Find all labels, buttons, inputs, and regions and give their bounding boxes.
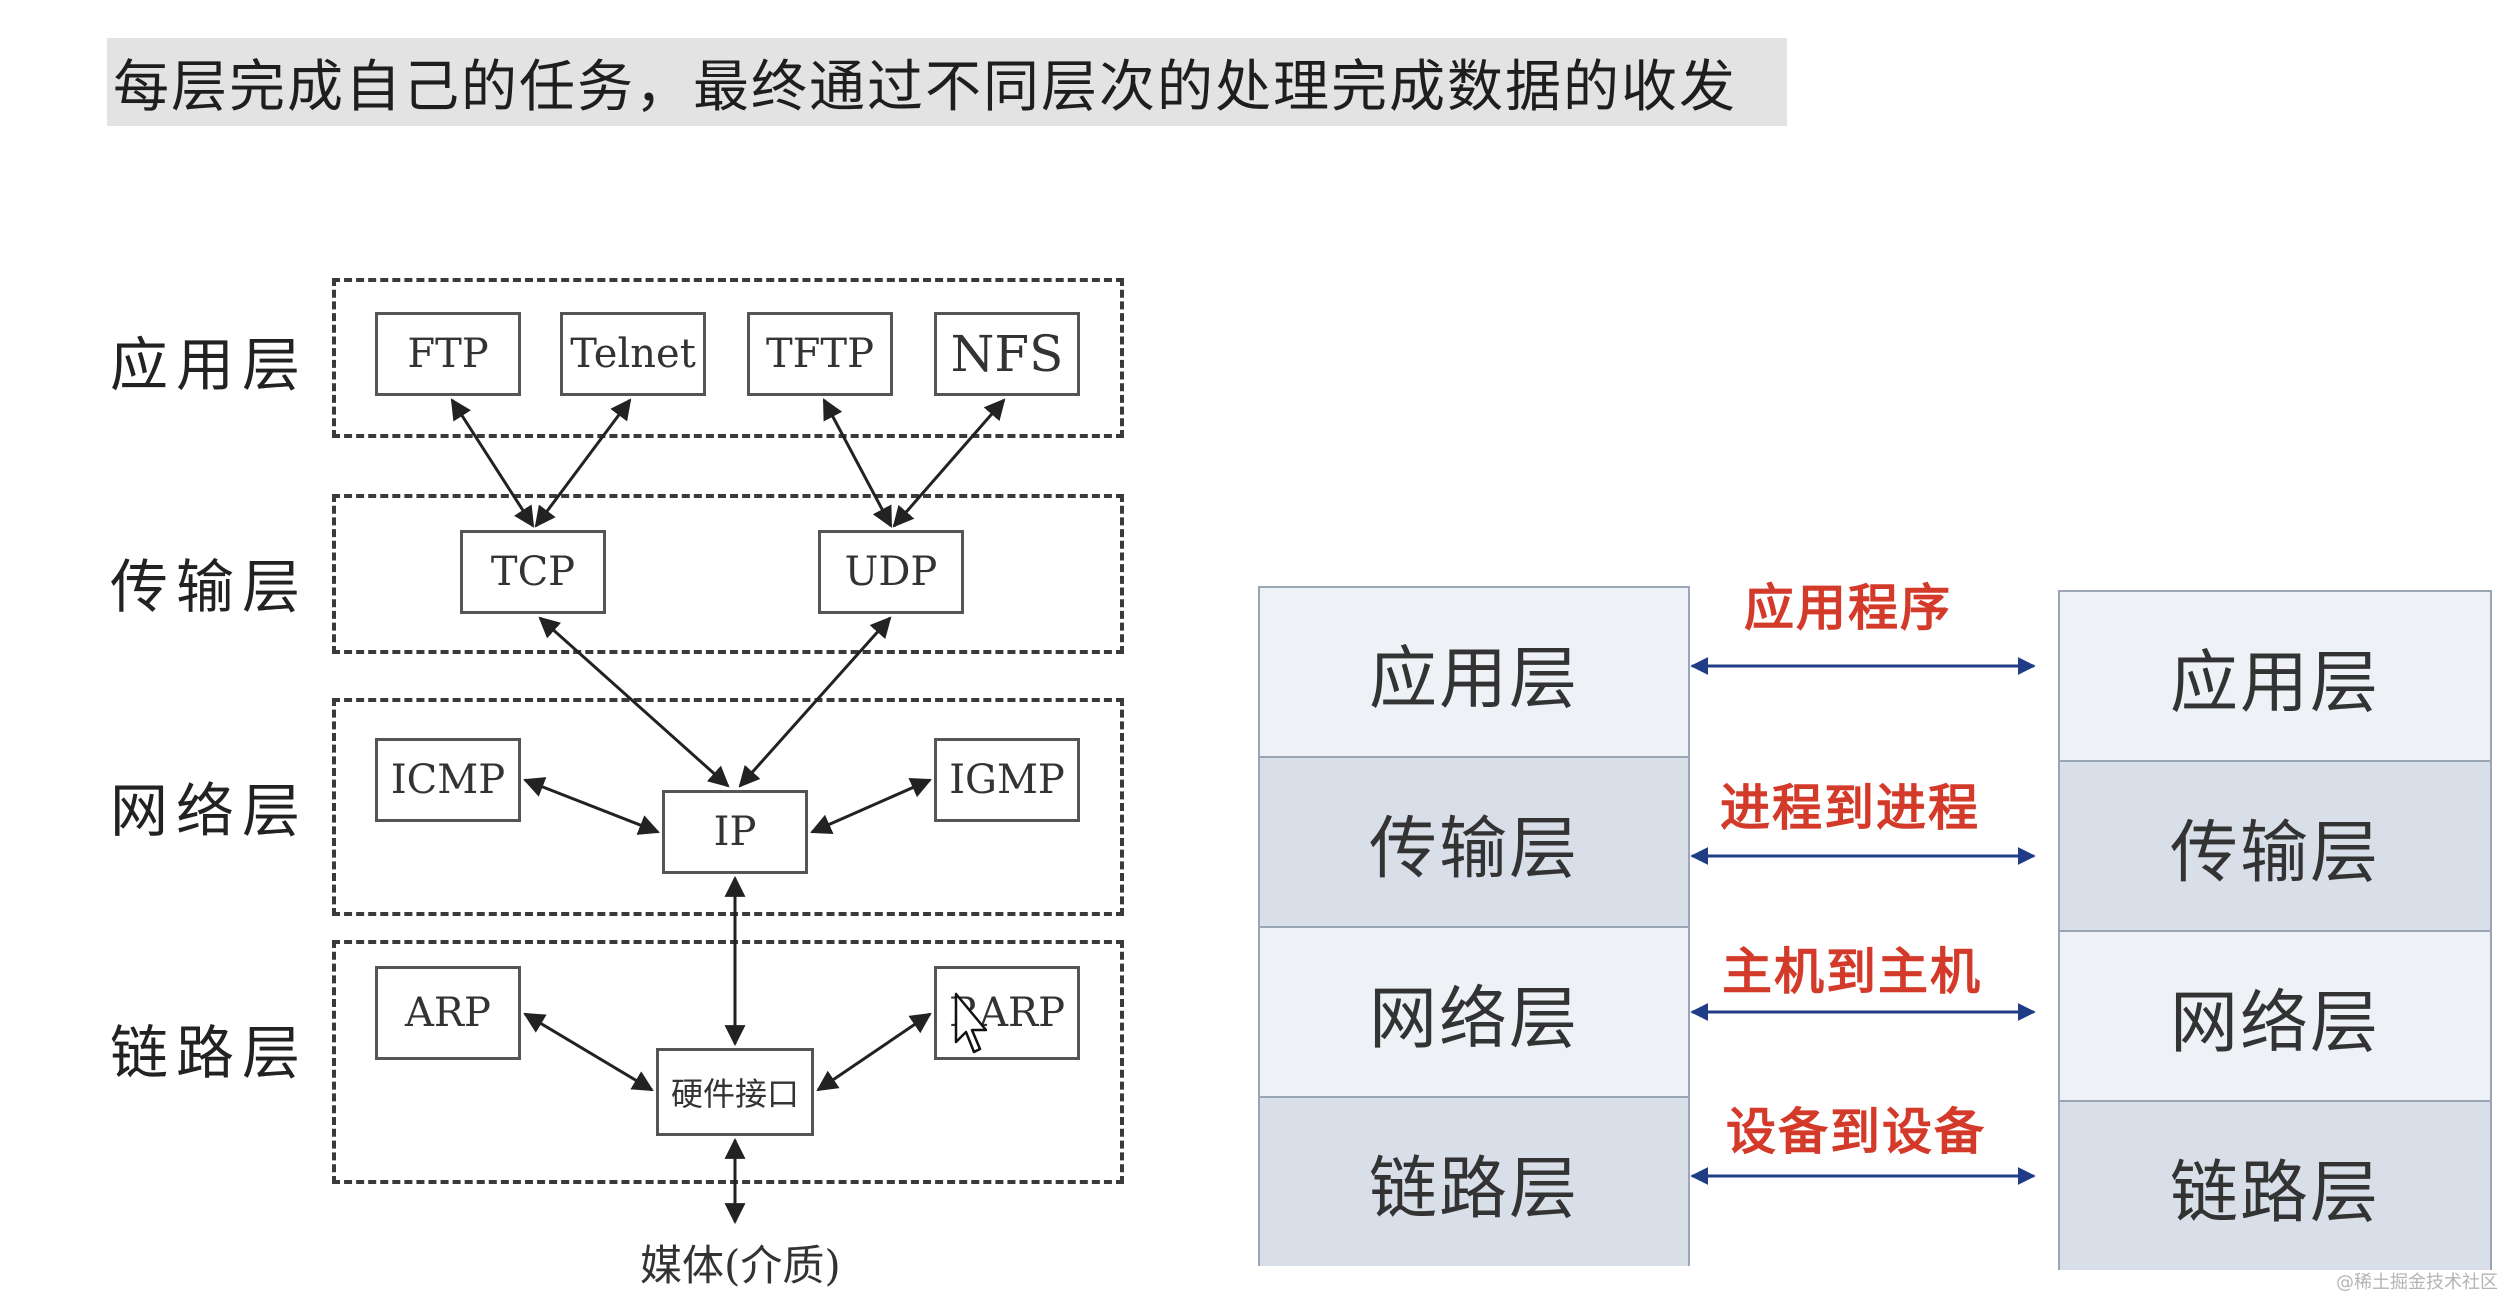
- telnet-box: Telnet: [560, 312, 706, 396]
- medium-label: 媒体(介质): [640, 1241, 841, 1290]
- right-stack-network: 网络层: [2060, 932, 2490, 1102]
- layer-label-application: 应用层: [110, 331, 309, 399]
- mouse-cursor-icon: [954, 992, 988, 1054]
- right-stack-application: 应用层: [2060, 592, 2490, 762]
- left-stack-link: 链路层: [1260, 1098, 1688, 1266]
- left-stack-network: 网络层: [1260, 928, 1688, 1098]
- ftp-box: FTP: [375, 312, 521, 396]
- ip-box: IP: [662, 790, 808, 874]
- right-stack-transport: 传输层: [2060, 762, 2490, 932]
- transport-layer-box: [332, 494, 1124, 654]
- right-stack: 应用层 传输层 网络层 链路层: [2058, 590, 2492, 1270]
- igmp-box: IGMP: [934, 738, 1080, 822]
- right-stack-link: 链路层: [2060, 1102, 2490, 1270]
- arp-box: ARP: [375, 966, 521, 1060]
- layer-label-transport: 传输层: [110, 553, 309, 621]
- tftp-box: TFTP: [747, 312, 893, 396]
- watermark: @稀土掘金技术社区: [2336, 1272, 2498, 1293]
- icmp-box: ICMP: [375, 738, 521, 822]
- left-stack: 应用层 传输层 网络层 链路层: [1258, 586, 1690, 1266]
- page-heading: 每层完成自己的任务，最终通过不同层次的处理完成数据的收发: [107, 38, 1787, 126]
- link-label-link: 设备到设备: [1726, 1102, 1986, 1161]
- tcp-box: TCP: [460, 530, 606, 614]
- left-stack-transport: 传输层: [1260, 758, 1688, 928]
- layer-label-link: 链路层: [110, 1019, 309, 1087]
- link-label-application: 应用程序: [1744, 578, 1952, 637]
- udp-box: UDP: [818, 530, 964, 614]
- nfs-box: NFS: [934, 312, 1080, 396]
- link-label-transport: 进程到进程: [1720, 778, 1980, 837]
- link-label-network: 主机到主机: [1722, 942, 1982, 1001]
- application-layer-box: [332, 278, 1124, 438]
- left-stack-application: 应用层: [1260, 588, 1688, 758]
- hardware-interface-box: 硬件接口: [656, 1048, 814, 1136]
- layer-label-network: 网络层: [110, 777, 309, 845]
